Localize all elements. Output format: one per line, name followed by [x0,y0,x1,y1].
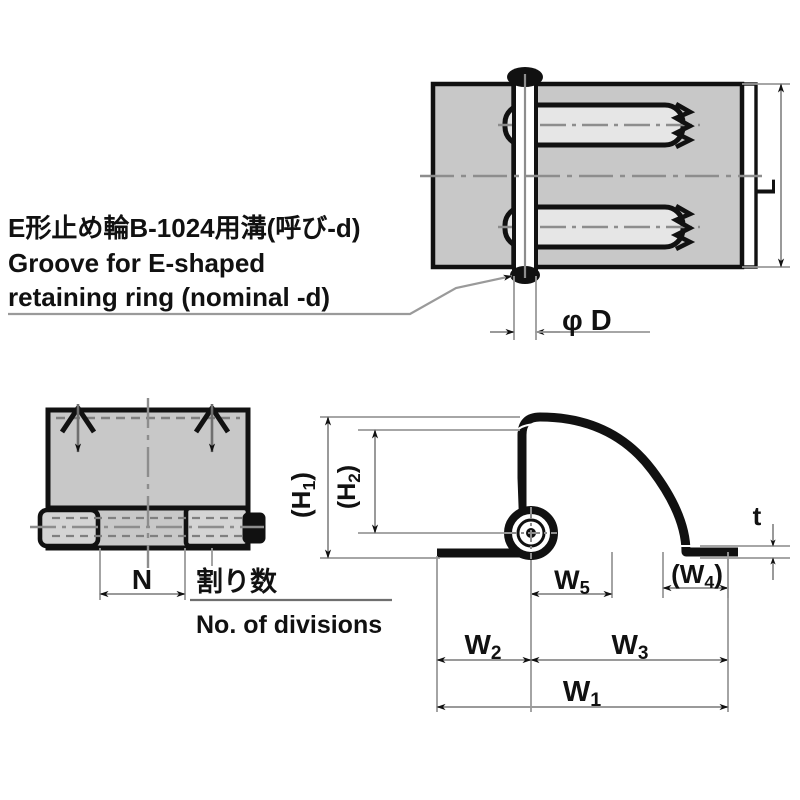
hinge-profile-outer [437,412,738,558]
W1-base: W [563,676,591,708]
groove-note-leader-line [8,274,513,316]
W5-sub: 5 [580,577,590,598]
dimension-phi-D: φ D [490,276,650,340]
H2-close: ) [333,465,361,473]
dimension-W3: W3 [530,556,729,712]
dimension-label-phi-D: φ D [562,305,612,337]
W3-sub: 3 [638,643,649,664]
dimension-W1: W1 [436,676,729,711]
W4-close: ) [714,559,723,589]
divisions-note-english: No. of divisions [196,611,382,639]
dimension-N: N [99,548,186,600]
W5-base: W [554,565,580,595]
H2-sub: 2 [345,473,364,482]
H1-close: ) [286,472,316,481]
upper-knuckle-break [670,102,696,150]
lower-knuckle-break [670,204,696,252]
top-view: L φ D [420,67,790,340]
H1-sub: 1 [299,481,319,491]
dimension-label-W4: (W4) [671,559,723,592]
hinge-profile-inner-highlight [441,423,734,547]
dimension-label-W5: W5 [554,565,590,598]
groove-note-callout: E形止め輪B-1024用溝(呼び-d) Groove for E-shaped … [8,213,513,316]
H1-open: (H [286,491,316,518]
dimension-W2: W2 [436,556,532,712]
W1-sub: 1 [590,689,601,711]
dimension-H1: (H1) [286,416,520,559]
front-view: N 割り数 No. of divisions [30,398,392,639]
mounting-hole-right [193,404,231,453]
dimension-label-H1: (H1) [286,472,319,518]
divisions-note: 割り数 No. of divisions [190,548,392,639]
pivot-knuckle [504,506,558,560]
groove-note-english-line2: retaining ring (nominal -d) [8,282,330,312]
mounting-hole-left [59,404,97,453]
dimension-H2: (H2) [333,429,520,534]
W3-base: W [611,629,638,660]
dimension-label-W1: W1 [563,676,601,711]
divisions-note-japanese: 割り数 [196,566,278,597]
groove-note-japanese: E形止め輪B-1024用溝(呼び-d) [8,213,360,243]
dimension-t: t [700,501,790,580]
H2-open: (H [333,483,361,509]
W2-sub: 2 [491,643,502,664]
W2-base: W [464,629,491,660]
dimension-label-N: N [132,564,152,595]
W4-open: (W [671,559,705,589]
dimension-W4: (W4) [662,552,729,598]
dimension-label-W2: W2 [464,629,501,664]
dimension-label-t: t [753,501,762,531]
dimension-label-H2: (H2) [333,465,364,509]
dimension-label-L: L [751,179,781,196]
groove-note-english-line1: Groove for E-shaped [8,248,265,278]
section-view: (H1) (H2) t W5 (W4) [286,412,790,712]
dimension-label-W3: W3 [611,629,648,664]
dimension-W5: W5 [530,552,613,598]
W4-sub: 4 [704,572,714,592]
dimension-L: L [742,83,790,268]
